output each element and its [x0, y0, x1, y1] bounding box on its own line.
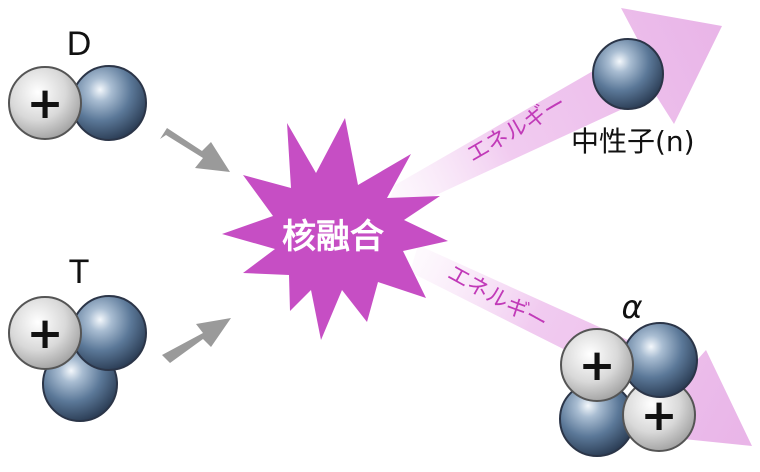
- neutron-particle: [71, 65, 147, 141]
- neutron-particle: [622, 322, 698, 398]
- starburst-icon: [222, 118, 448, 340]
- proton-sign: +: [579, 340, 616, 391]
- tritium-label: T: [69, 253, 90, 291]
- arrow-right-up-icon: [162, 318, 231, 363]
- neutron-output: [592, 38, 664, 110]
- neutron-particle: [71, 295, 147, 371]
- proton-sign: +: [641, 390, 678, 441]
- deuterium-nucleus: +: [8, 65, 147, 141]
- proton-particle: [8, 296, 82, 370]
- proton-sign: +: [27, 78, 64, 129]
- fusion-label: 核融合: [282, 217, 384, 257]
- deuterium-label: D: [67, 25, 92, 63]
- proton-particle: [8, 66, 82, 140]
- alpha-nucleus: + +: [559, 322, 698, 457]
- alpha-label: α: [621, 288, 642, 326]
- tritium-nucleus: +: [8, 295, 147, 422]
- proton-sign: +: [27, 308, 64, 359]
- proton-particle: [560, 328, 634, 402]
- neutron-label: 中性子(n): [571, 125, 695, 158]
- arrow-right-down-icon: [160, 128, 230, 172]
